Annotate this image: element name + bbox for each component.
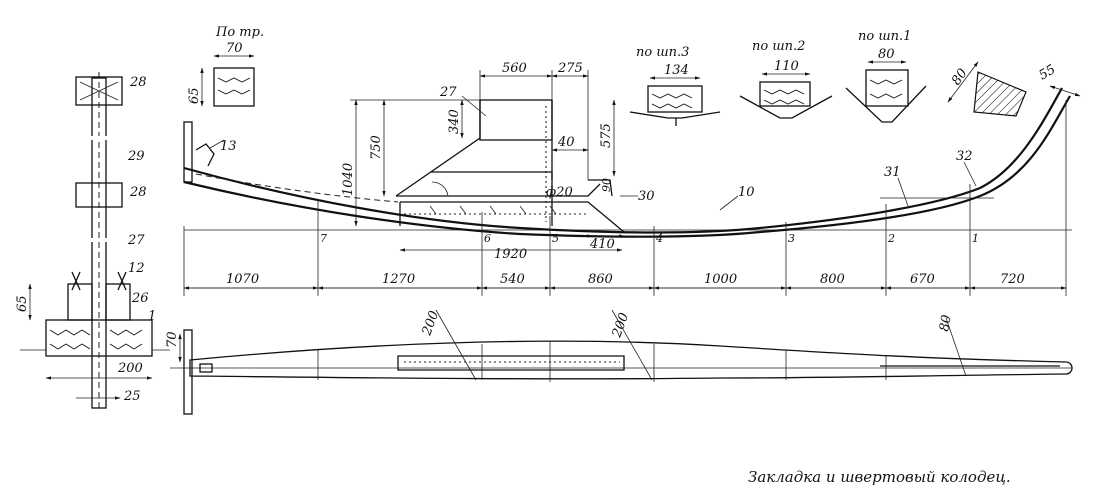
dim-200-cross: 200: [117, 361, 143, 376]
part-26: 26: [131, 291, 149, 306]
part-13: 13: [220, 139, 237, 154]
dim-670: 670: [910, 272, 935, 287]
dim-410: 410: [589, 237, 615, 252]
part-28-mid: 28: [129, 185, 147, 200]
dim-800: 800: [820, 272, 845, 287]
part-32: 32: [956, 149, 973, 164]
block-28-mid: [75, 182, 123, 208]
keel-curve: [183, 87, 1063, 234]
dim-55: 55: [1037, 62, 1059, 83]
dim-200-plan-a: 200: [419, 309, 442, 338]
section-shp-2: по шп.2 110: [739, 39, 833, 119]
dim-340: 340: [447, 109, 462, 134]
block-28-top: [75, 76, 123, 106]
part-10: 10: [738, 185, 755, 200]
dim-80-plan: 80: [937, 314, 955, 333]
part-27-cross: 27: [127, 233, 145, 248]
trunk-slot: [397, 355, 625, 371]
dimension-chain: 1070 1270 540 860 1000 800 670 720: [183, 272, 1067, 290]
dim-80-angle: 80: [949, 66, 971, 88]
dim-25-cross: 25: [123, 389, 141, 404]
dim-1070: 1070: [226, 272, 259, 287]
dim-200-plan-b: 200: [609, 311, 632, 340]
plan-view: 200 200 80 70: [165, 309, 1073, 415]
frame-3: 3: [788, 232, 795, 245]
section-shp-1: по шп.1 80: [845, 29, 927, 123]
dim-575: 575: [599, 123, 614, 148]
dim-1270: 1270: [382, 272, 415, 287]
section-stem-angle: 80: [947, 61, 1027, 117]
section-header-shp3: по шп.3: [636, 45, 689, 60]
dim-134: 134: [664, 63, 689, 78]
dim-1920: 1920: [494, 247, 527, 262]
section-header-shp2: по шп.2: [752, 39, 805, 54]
keel-timber: [45, 319, 153, 357]
dim-70-section: 70: [226, 41, 243, 56]
frame-2: 2: [887, 232, 895, 245]
dim-90: 90: [600, 178, 613, 192]
frame-stations: 7 6 5 4 3 2 1: [183, 100, 1067, 296]
section-shp-3: по шп.3 134: [629, 45, 721, 126]
dim-70-plan: 70: [165, 331, 180, 348]
part-12: 12: [128, 261, 145, 276]
frame-7: 7: [320, 232, 327, 245]
part-31: 31: [884, 165, 901, 180]
dim-720: 720: [1000, 272, 1025, 287]
frame-1: 1: [972, 232, 979, 245]
dim-275: 275: [557, 61, 583, 76]
dim-540: 540: [500, 272, 525, 287]
dim-40: 40: [557, 135, 575, 150]
trunk-top-box: [479, 99, 553, 141]
frame-6: 6: [484, 232, 491, 245]
cross-section: 65 200 25 28 29 28 27 12 26 1: [15, 72, 170, 412]
diameter-label: ф20: [546, 185, 573, 200]
part-27: 27: [439, 85, 457, 100]
part-30: 30: [638, 189, 655, 204]
dim-110: 110: [774, 59, 799, 74]
keel-curve-lower: [183, 95, 1071, 238]
side-elevation: 560 275 40 575 90 750 1040 340 ф20 1920 …: [183, 61, 1081, 296]
frame-4: 4: [655, 232, 663, 245]
section-header-po-tr: По тр.: [215, 25, 264, 40]
dim-560: 560: [502, 61, 527, 76]
caption: Закладка и швертовый колодец.: [748, 468, 1011, 486]
dim-750: 750: [369, 135, 384, 160]
dim-80-section: 80: [878, 47, 895, 62]
section-po-tr: По тр. 70 65: [187, 25, 264, 107]
dim-860: 860: [588, 272, 613, 287]
part-29: 29: [127, 149, 145, 164]
dim-65-cross: 65: [15, 295, 30, 312]
dim-1000: 1000: [704, 272, 737, 287]
keel-plan-outline: [189, 340, 1073, 380]
part-28-top: 28: [129, 75, 147, 90]
dim-1040: 1040: [341, 163, 356, 196]
frame-5: 5: [552, 232, 559, 245]
section-header-shp1: по шп.1: [858, 29, 911, 44]
dim-65-section: 65: [187, 87, 202, 104]
part-1-cross: 1: [148, 309, 156, 324]
